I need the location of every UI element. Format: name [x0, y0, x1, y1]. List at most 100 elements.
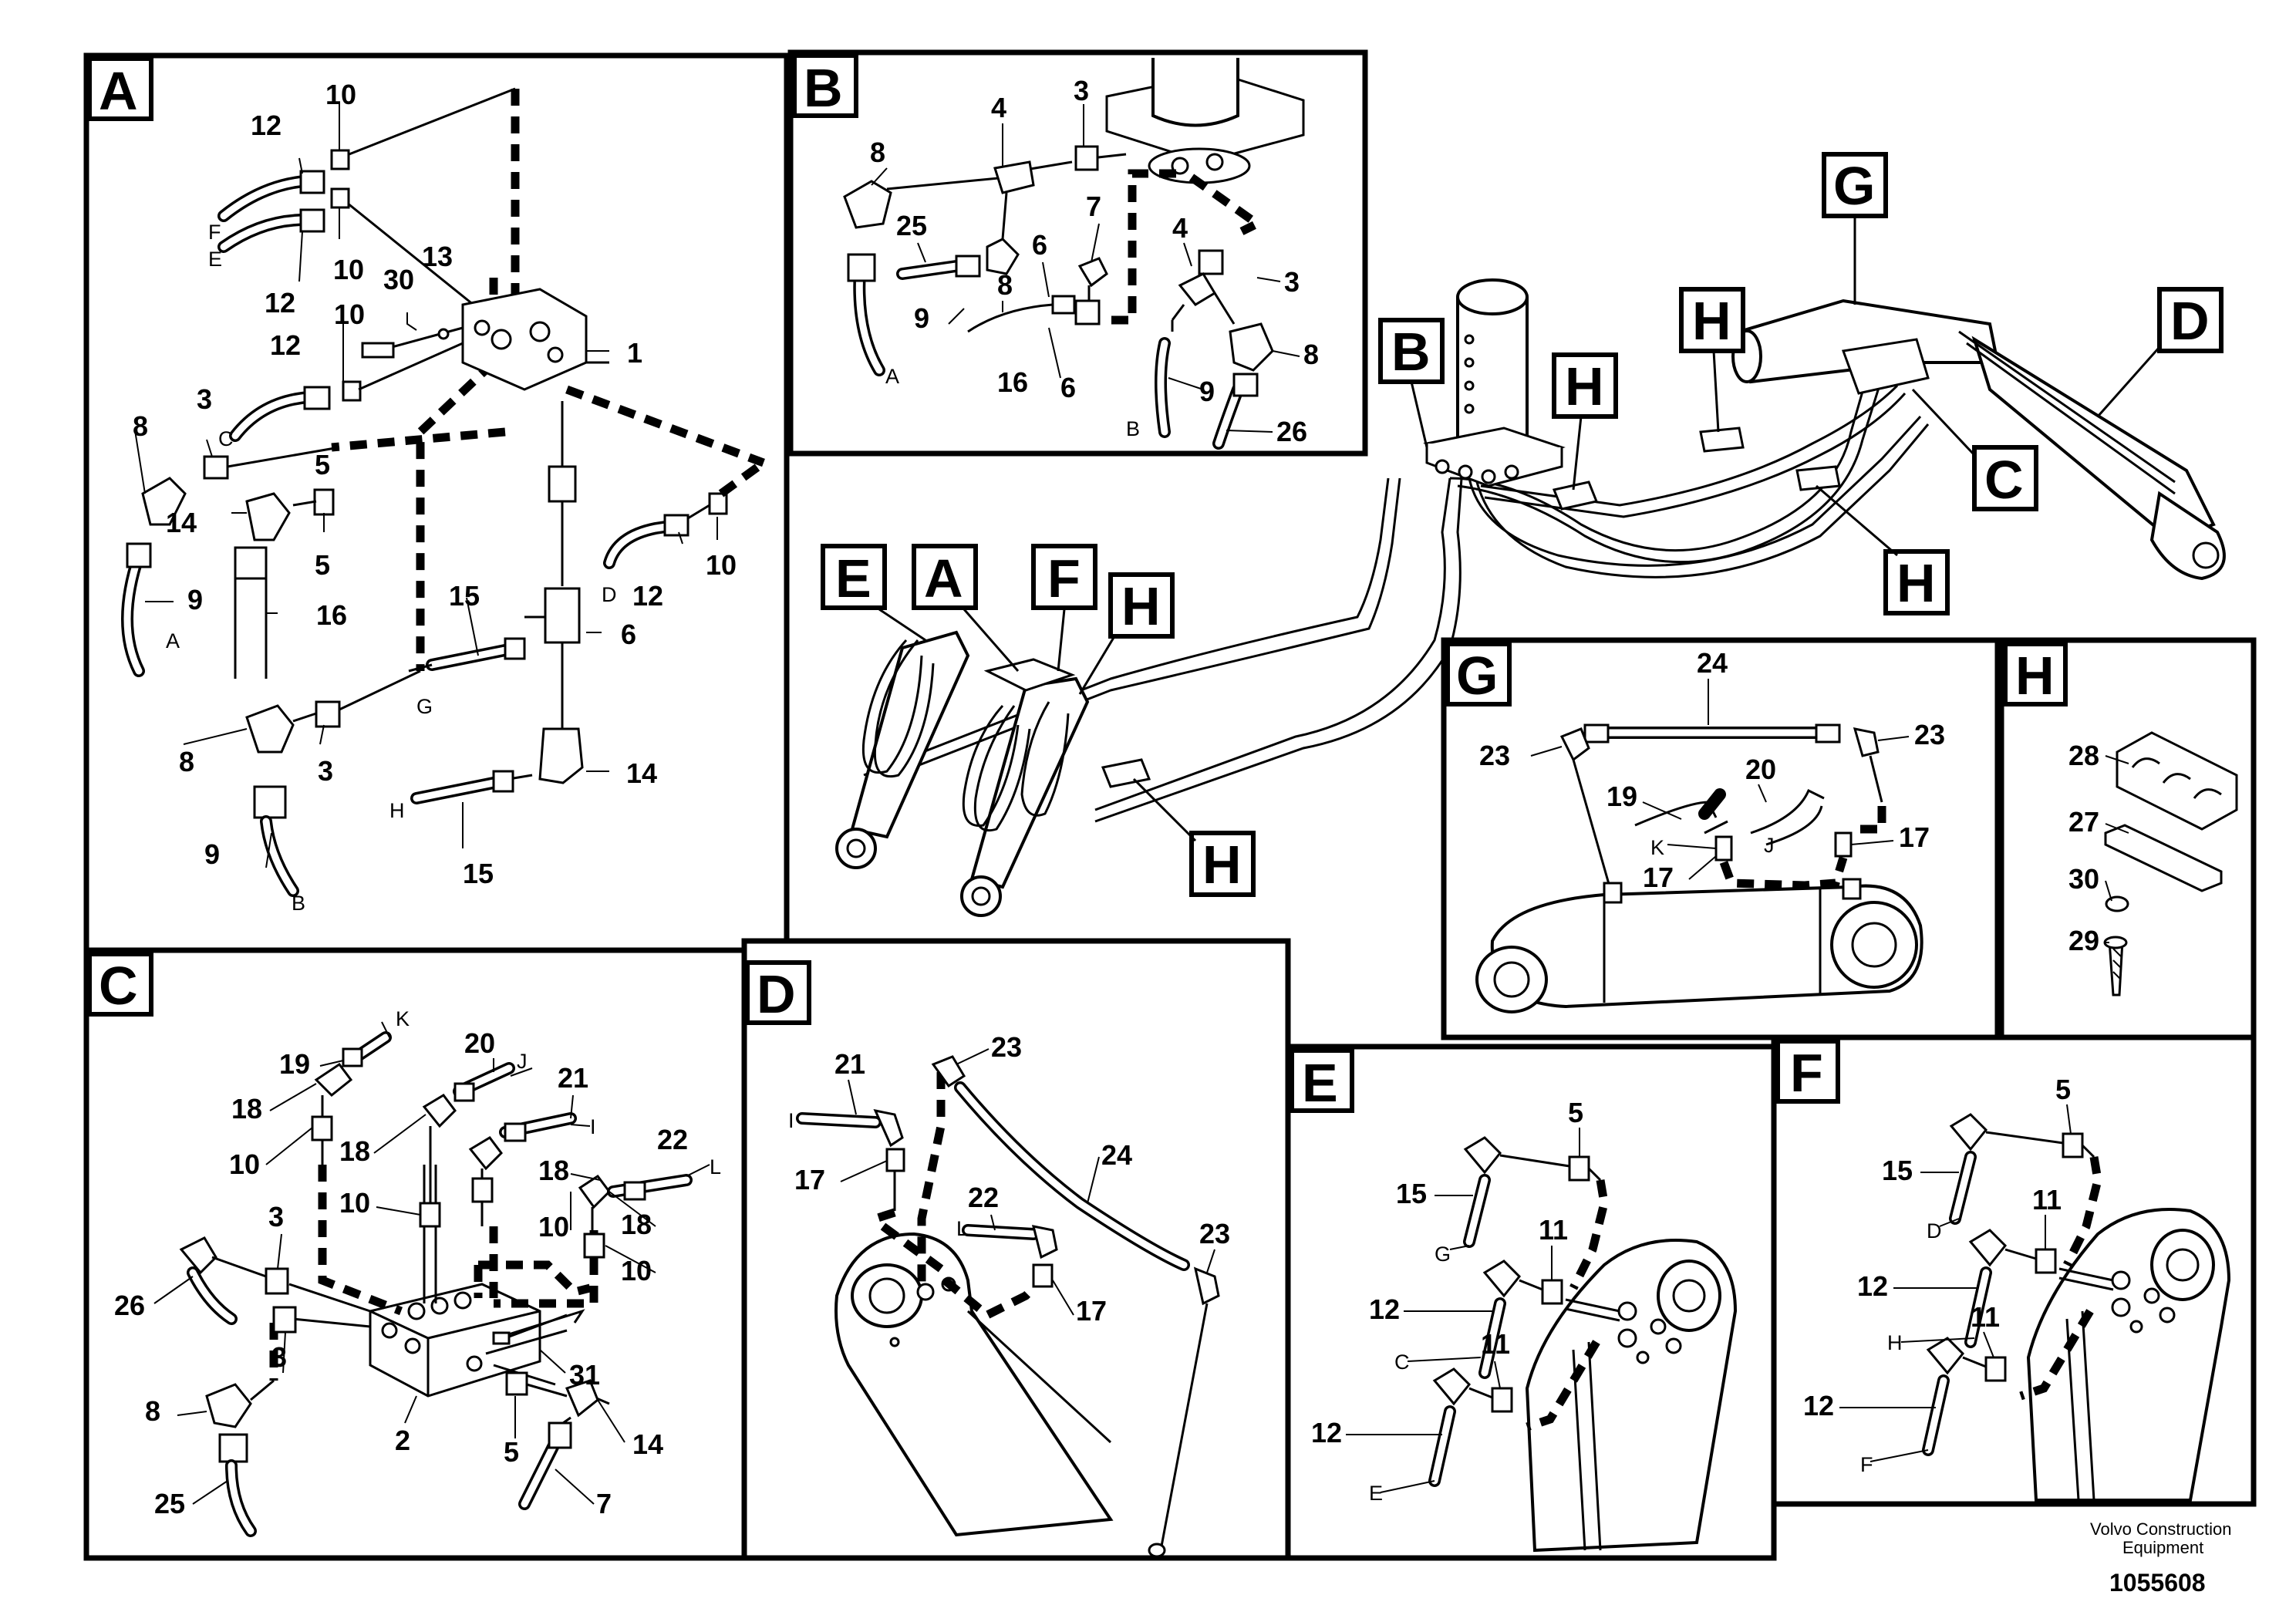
label-a-3a: 3: [197, 383, 212, 415]
machine-overview: E A F H B H H: [821, 152, 2226, 917]
panel-d: D 21 23 I 17 22 24 L 23 1: [741, 938, 1291, 1561]
label-a-15a: 15: [449, 580, 480, 612]
label-f-12b: 12: [1803, 1390, 1834, 1421]
label-b-4b: 4: [1172, 212, 1188, 244]
label-c-25: 25: [154, 1488, 185, 1519]
label-c-18b: 18: [339, 1135, 370, 1167]
label-d-17a: 17: [794, 1164, 825, 1195]
label-c-j: J: [517, 1050, 528, 1073]
label-b-b: B: [1126, 417, 1140, 440]
label-f-12a: 12: [1857, 1270, 1888, 1302]
panel-h-tag: H: [2015, 646, 2055, 706]
label-b-9b: 9: [1199, 376, 1215, 407]
label-a-30: 30: [383, 264, 414, 295]
label-a-5b: 5: [315, 549, 330, 581]
panel-d-tag: D: [757, 964, 796, 1024]
label-a-13: 13: [422, 241, 453, 272]
label-g-23a: 23: [1479, 740, 1510, 771]
label-c-10d: 10: [621, 1255, 652, 1286]
label-a-10c: 10: [334, 298, 365, 330]
label-f-d: D: [1927, 1219, 1942, 1243]
label-c-10a: 10: [229, 1148, 260, 1180]
label-c-26: 26: [114, 1290, 145, 1321]
label-g-24: 24: [1697, 647, 1728, 679]
panel-g-tag: G: [1456, 646, 1498, 706]
label-a-b: B: [292, 892, 305, 915]
panel-c: C: [83, 947, 747, 1561]
label-f-5: 5: [2055, 1074, 2071, 1105]
label-c-14: 14: [632, 1428, 663, 1460]
label-e-12a: 12: [1369, 1293, 1400, 1325]
label-c-22: 22: [657, 1124, 688, 1155]
label-c-8: 8: [145, 1395, 160, 1427]
panel-f: F 5 15 D 11 12 H 11 12 F: [1771, 1034, 2257, 1507]
label-a-10d: 10: [706, 549, 737, 581]
label-a-a: A: [166, 629, 180, 653]
label-a-f: F: [208, 221, 221, 244]
label-c-18d: 18: [621, 1209, 652, 1240]
callout-h2: H: [1552, 352, 1618, 491]
label-f-11a: 11: [2032, 1184, 2062, 1216]
label-g-k: K: [1650, 836, 1664, 859]
label-e-11b: 11: [1481, 1328, 1510, 1360]
label-c-31: 31: [569, 1359, 600, 1391]
callout-g-label: G: [1833, 156, 1875, 216]
left-cylinders: [835, 630, 1090, 917]
label-d-22: 22: [968, 1182, 999, 1213]
label-d-i: I: [788, 1109, 794, 1132]
label-c-20: 20: [464, 1027, 495, 1059]
label-e-15: 15: [1396, 1178, 1427, 1209]
label-h-29: 29: [2068, 925, 2099, 956]
panel-b-tag: B: [804, 58, 843, 118]
label-h-28: 28: [2068, 740, 2099, 771]
label-c-5: 5: [504, 1436, 519, 1468]
panel-h: H 28 27 30 29: [1998, 637, 2257, 1040]
label-a-5a: 5: [315, 449, 330, 481]
callout-h3: H: [1679, 287, 1745, 433]
label-a-c: C: [218, 427, 234, 450]
label-f-f: F: [1860, 1453, 1873, 1476]
callout-f-label: F: [1047, 548, 1081, 609]
label-d-21: 21: [834, 1048, 865, 1080]
label-b-8c: 8: [1303, 339, 1319, 370]
callout-d-label: D: [2170, 291, 2210, 351]
callout-h3-label: H: [1692, 291, 1731, 351]
callout-b: B: [1378, 318, 1445, 448]
callout-h5: H: [1132, 777, 1256, 897]
label-a-12c: 12: [270, 329, 301, 361]
label-c-2: 2: [395, 1425, 410, 1456]
label-e-5: 5: [1568, 1097, 1583, 1128]
credit-line-2: Equipment: [2122, 1538, 2203, 1557]
label-a-14a: 14: [166, 507, 197, 538]
callout-h4-label: H: [1896, 553, 1936, 613]
panel-a-tag: A: [99, 61, 138, 121]
label-g-20: 20: [1745, 754, 1776, 785]
callout-d: D: [2096, 287, 2224, 417]
callout-e: E: [821, 544, 926, 642]
label-a-9a: 9: [187, 584, 203, 615]
label-b-9a: 9: [914, 302, 929, 334]
callout-c: C: [1911, 388, 2038, 511]
label-a-12d: 12: [632, 580, 663, 612]
label-c-7: 7: [596, 1488, 612, 1519]
label-a-15b: 15: [463, 858, 494, 889]
label-d-23b: 23: [1199, 1218, 1230, 1249]
label-a-8b: 8: [179, 746, 194, 777]
label-e-12b: 12: [1311, 1417, 1342, 1448]
label-c-19: 19: [279, 1048, 310, 1080]
label-a-10b: 10: [333, 254, 364, 285]
callout-h1-label: H: [1121, 576, 1161, 636]
callout-c-label: C: [1984, 450, 2024, 510]
label-a-14b: 14: [626, 757, 657, 789]
label-a-9b: 9: [204, 838, 220, 870]
label-a-g: G: [416, 695, 433, 718]
label-g-17b: 17: [1899, 821, 1930, 853]
panel-e-tag: E: [1302, 1053, 1338, 1113]
label-b-8b: 8: [997, 269, 1013, 301]
label-b-3a: 3: [1074, 75, 1089, 106]
label-c-l: L: [710, 1155, 721, 1179]
label-a-d: D: [602, 583, 617, 606]
panel-e: E 5 15 G 11 12 C 11 12 E: [1285, 1044, 1777, 1561]
label-d-23a: 23: [991, 1031, 1022, 1063]
